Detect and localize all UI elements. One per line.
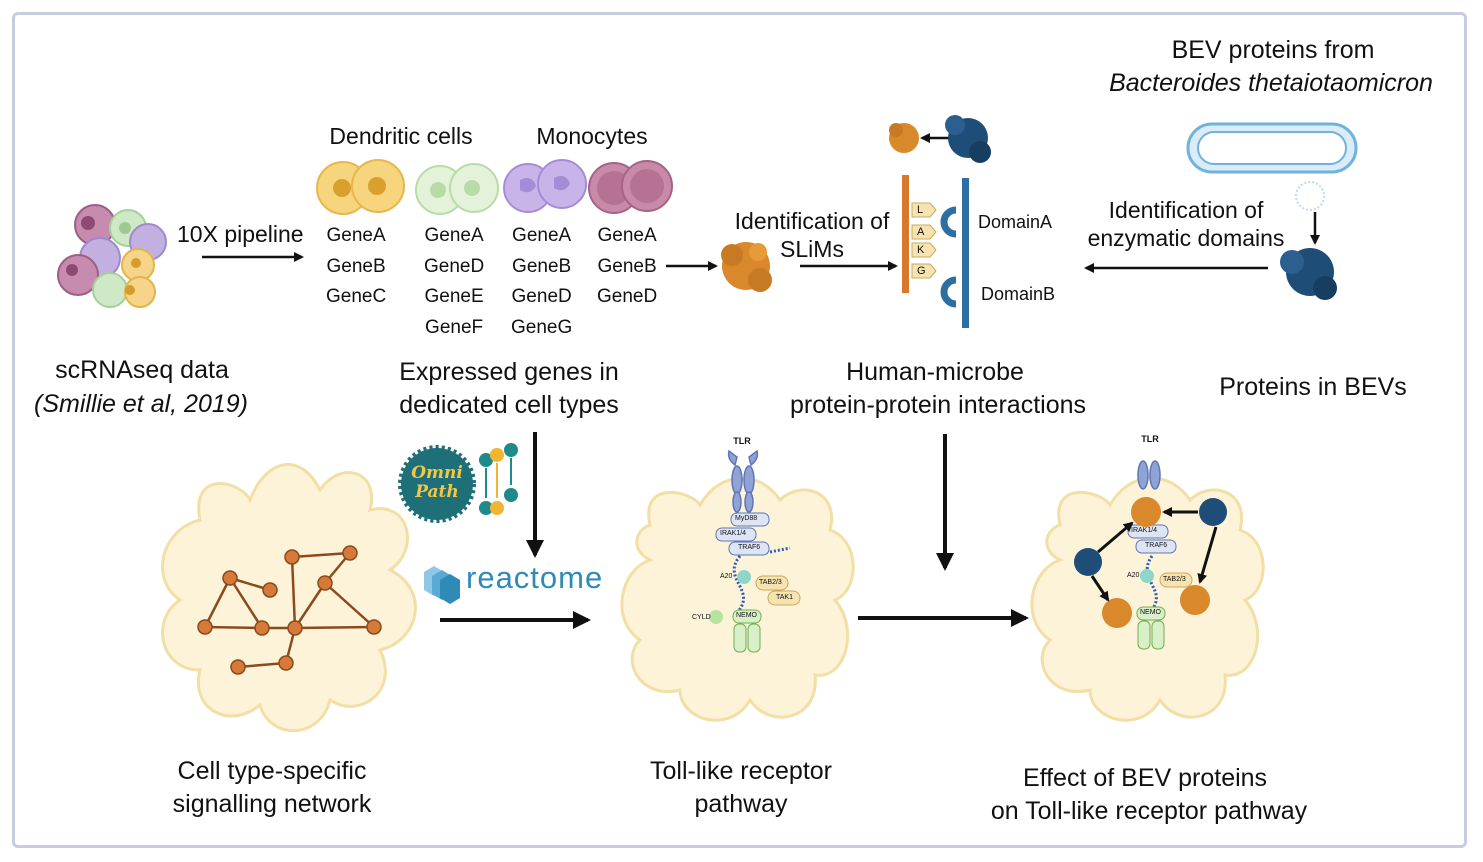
pathway-tab-label: TAB2/3 xyxy=(759,579,782,586)
reactome-icon xyxy=(424,566,460,604)
effect-nemo-label: NEMO xyxy=(1140,609,1161,616)
slim-letter: K xyxy=(917,244,925,256)
effect-tab-label: TAB2/3 xyxy=(1163,576,1186,583)
proteins-bevs-label: Proteins in BEVs xyxy=(1219,373,1407,401)
pathway-traf6-label: TRAF6 xyxy=(738,544,761,551)
hm-label-line2: protein-protein interactions xyxy=(790,391,1086,419)
gene-name: GeneB xyxy=(597,255,657,277)
pipeline-label: 10X pipeline xyxy=(177,221,304,247)
slim-letter: L xyxy=(917,204,924,216)
bev-title-line1: BEV proteins from xyxy=(1171,36,1375,64)
pathway-tak1-label: TAK1 xyxy=(776,594,793,601)
omnipath-logo: Omni Path xyxy=(398,443,518,523)
gene-name: GeneD xyxy=(424,255,485,277)
bacterium-icon xyxy=(1186,122,1358,211)
human-protein-icon xyxy=(721,242,772,292)
domain-bar xyxy=(940,178,969,328)
gene-name: GeneA xyxy=(597,225,657,246)
enzymatic-label-line2: enzymatic domains xyxy=(1087,225,1285,251)
effect-irak-label: IRAK1/4 xyxy=(1131,527,1158,534)
gene-name: GeneG xyxy=(511,316,573,338)
gene-name: GeneA xyxy=(424,225,484,246)
scrnaseq-label-line2: (Smillie et al, 2019) xyxy=(34,390,248,418)
effect-cell-icon xyxy=(1030,460,1265,722)
effect-label-line1: Effect of BEV proteins xyxy=(1022,764,1268,792)
gene-column-4: GeneA GeneB GeneD xyxy=(597,221,657,313)
tlr-pathway-cell-icon xyxy=(620,449,855,722)
scrnaseq-label-line1: scRNAseq data xyxy=(55,356,229,384)
gene-name: GeneC xyxy=(326,286,387,307)
gene-name: GeneD xyxy=(511,286,572,307)
gene-name: GeneF xyxy=(425,316,484,338)
dendritic-cells-label: Dendritic cells xyxy=(329,123,473,149)
pathway-tlr-label: TLR xyxy=(733,436,751,446)
effect-a20-label: A20 xyxy=(1127,572,1140,579)
expressed-label-line2: dedicated cell types xyxy=(399,391,619,419)
interaction-proteins-icon xyxy=(889,115,991,163)
pathway-myd88-label: MyD88 xyxy=(735,515,758,522)
svg-text:Omni: Omni xyxy=(411,463,463,483)
pathway-nemo-label: NEMO xyxy=(736,612,757,619)
gene-name: GeneB xyxy=(326,255,386,277)
bev-title-line2: Bacteroides thetaiotaomicron xyxy=(1109,69,1433,97)
slim-letter: A xyxy=(917,226,925,238)
reactome-logo: reactome xyxy=(420,560,603,596)
scrnaseq-cell-cluster-icon xyxy=(57,204,167,308)
slims-label-line1: Identification of xyxy=(734,208,890,234)
enzymatic-label-line1: Identification of xyxy=(1108,197,1264,223)
expressed-label-line1: Expressed genes in xyxy=(399,358,619,386)
slims-label-line2: SLiMs xyxy=(780,236,844,262)
domain-a-label: DomainA xyxy=(978,212,1053,232)
effect-tlr-label: TLR xyxy=(1141,434,1159,444)
effect-label-line2: on Toll-like receptor pathway xyxy=(990,797,1308,825)
gene-name: GeneE xyxy=(424,286,484,307)
hm-label-line1: Human-microbe xyxy=(846,358,1024,386)
monocytes-icon xyxy=(503,159,673,214)
reactome-wordmark: reactome xyxy=(466,560,604,595)
gene-name: GeneA xyxy=(512,225,572,246)
effect-traf6-label: TRAF6 xyxy=(1145,542,1168,549)
tlr-label-line2: pathway xyxy=(694,790,788,818)
gene-name: GeneD xyxy=(597,286,658,307)
gene-name: GeneB xyxy=(512,255,572,277)
network-label-line2: signalling network xyxy=(172,790,372,818)
gene-column-2: GeneA GeneD GeneE GeneF xyxy=(424,221,484,343)
monocytes-label: Monocytes xyxy=(536,123,648,149)
pathway-irak-label: IRAK1/4 xyxy=(720,530,747,537)
pathway-cyld-label: CYLD xyxy=(692,614,711,621)
svg-text:Path: Path xyxy=(414,482,459,502)
tlr-label-line1: Toll-like receptor xyxy=(649,757,833,785)
dendritic-cells-icon xyxy=(316,159,499,215)
gene-column-1: GeneA GeneB GeneC xyxy=(326,221,386,313)
slim-motif-bar xyxy=(902,175,937,293)
slim-letter-tags xyxy=(911,202,937,279)
gene-name: GeneA xyxy=(326,225,386,246)
slim-letter: G xyxy=(917,265,926,277)
pathway-a20-label: A20 xyxy=(720,573,733,580)
network-cell-icon xyxy=(161,463,417,733)
network-label-line1: Cell type-specific xyxy=(177,757,367,785)
bev-protein-icon xyxy=(1280,248,1337,300)
gene-column-3: GeneA GeneB GeneD GeneG xyxy=(511,221,572,343)
domain-b-label: DomainB xyxy=(981,284,1056,304)
